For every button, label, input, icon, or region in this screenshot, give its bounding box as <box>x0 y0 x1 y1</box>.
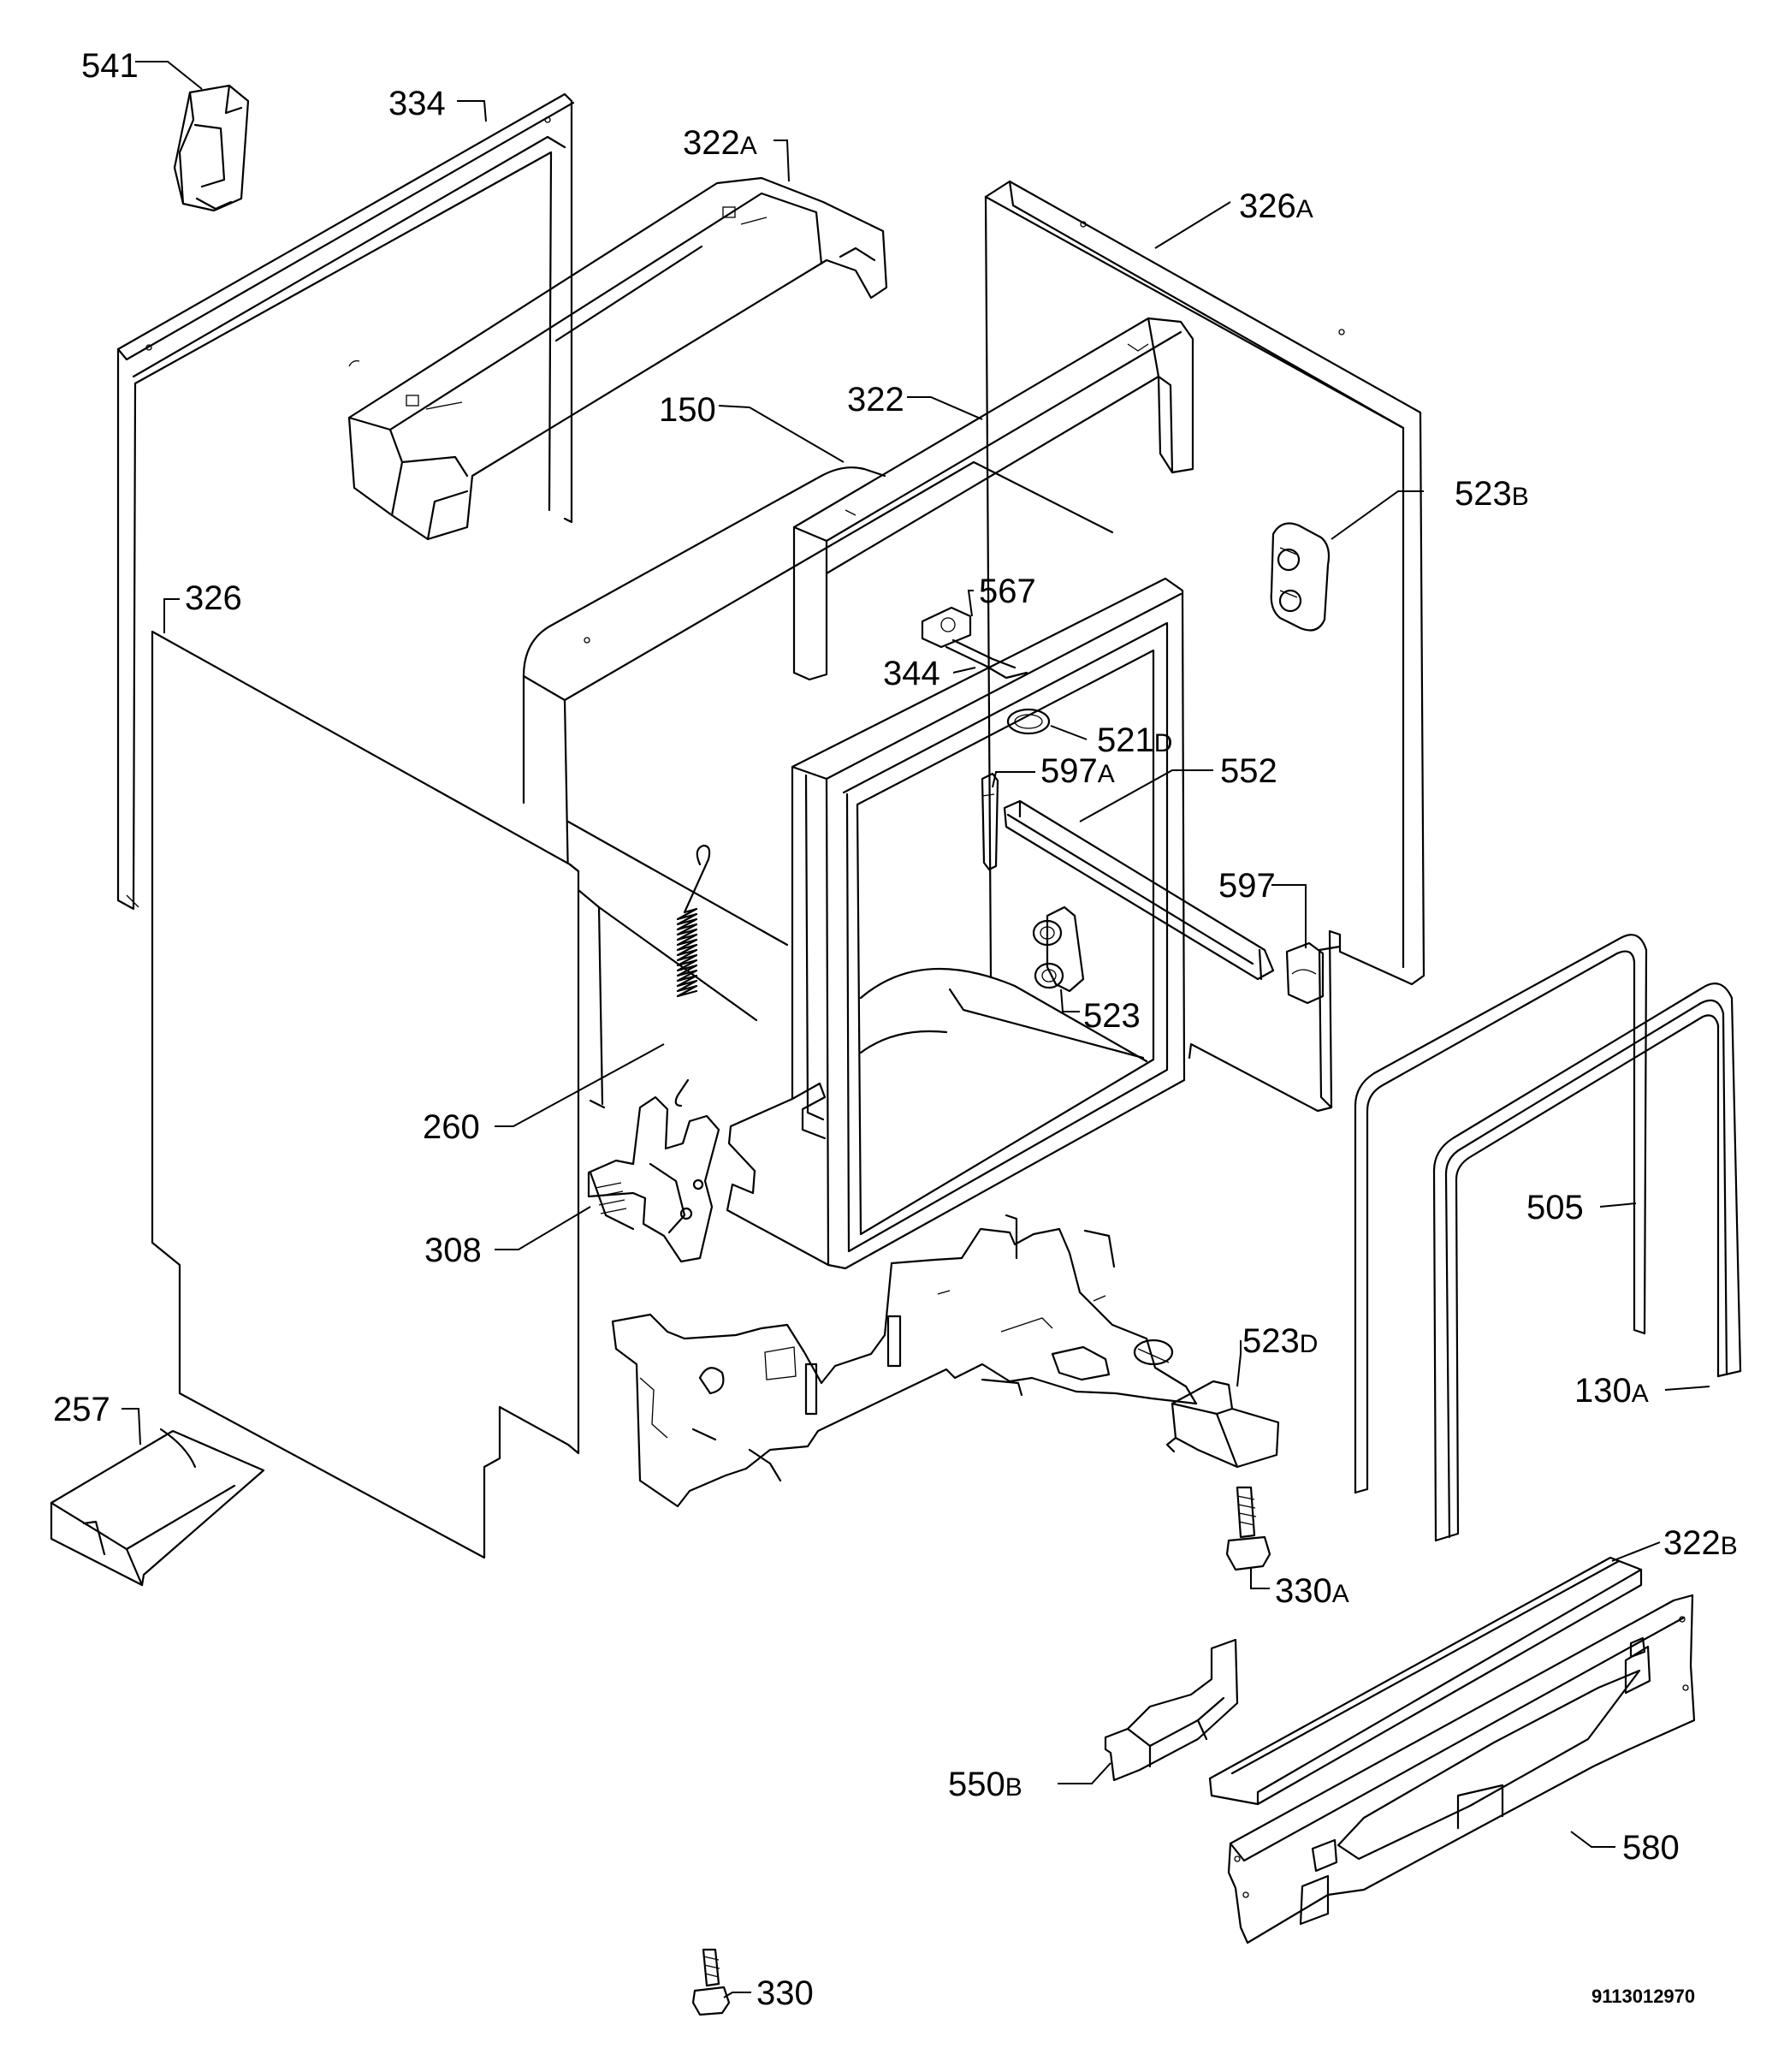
label-567: 567 <box>979 573 1036 610</box>
part-322-u-bracket <box>792 317 1194 681</box>
part-597a-clip <box>981 772 999 871</box>
leader-523d <box>1236 1340 1242 1387</box>
door-frame <box>726 577 1186 1270</box>
document-number: 9113012970 <box>1591 1986 1695 2007</box>
label-521d: 521D <box>1097 721 1172 759</box>
part-597-stop <box>1285 941 1325 1005</box>
leader-567 <box>967 590 974 617</box>
label-344: 344 <box>883 655 940 692</box>
label-550b: 550B <box>948 1766 1022 1803</box>
leader-580 <box>1570 1831 1615 1848</box>
part-523d-bracket <box>1165 1380 1280 1469</box>
part-330-foot <box>691 1948 731 2016</box>
part-580-plinth <box>1227 1594 1696 1944</box>
leader-257 <box>122 1408 141 1446</box>
leader-334 <box>457 100 487 122</box>
label-260: 260 <box>423 1108 480 1146</box>
label-130a: 130A <box>1574 1372 1649 1410</box>
leader-344 <box>952 667 976 674</box>
label-523: 523 <box>1083 997 1141 1035</box>
part-334-frame <box>116 92 575 911</box>
part-130a-seal <box>1432 983 1742 1542</box>
part-150-tub <box>522 460 1114 1106</box>
leader-541 <box>135 61 203 90</box>
label-330a: 330A <box>1275 1572 1349 1610</box>
label-334: 334 <box>388 85 446 122</box>
label-523b: 523B <box>1455 475 1529 513</box>
label-322b: 322B <box>1663 1524 1738 1562</box>
part-330a-foot <box>1225 1486 1271 1571</box>
part-523-grommet-pair <box>1032 905 1085 993</box>
part-labels: 541 334 322A 326A 150 322 523B 326 567 3… <box>53 47 1738 2012</box>
leader-597 <box>1271 884 1307 948</box>
part-523b-grommet <box>1270 522 1331 632</box>
leader-330a <box>1250 1568 1270 1589</box>
part-521d-ring <box>1006 708 1051 735</box>
leader-lines <box>122 61 1710 1998</box>
leader-523b <box>1331 490 1424 540</box>
label-541: 541 <box>81 47 139 85</box>
leader-322 <box>907 396 983 420</box>
part-308-hinge <box>587 1095 720 1263</box>
label-330: 330 <box>756 1974 814 2012</box>
leader-330 <box>723 1992 751 1998</box>
label-322a: 322A <box>683 124 757 162</box>
part-322a-bracket <box>347 176 888 541</box>
part-552-rail <box>1003 799 1275 981</box>
part-541-clip <box>173 84 250 212</box>
part-322b-rail <box>1208 1556 1643 1806</box>
part-326-side-panel <box>151 630 580 1559</box>
leader-326a <box>1154 201 1231 249</box>
base-frame <box>611 1214 1198 1508</box>
label-150: 150 <box>659 391 716 429</box>
leader-326 <box>163 598 180 633</box>
leader-550b <box>1058 1762 1111 1784</box>
label-580: 580 <box>1622 1829 1680 1867</box>
label-523d: 523D <box>1242 1322 1318 1360</box>
leader-322b <box>1611 1541 1661 1562</box>
label-308: 308 <box>424 1232 482 1269</box>
leader-523 <box>1060 989 1080 1012</box>
label-597a: 597A <box>1040 752 1115 790</box>
part-567-344-latch-bracket <box>921 606 1028 680</box>
leader-552 <box>1079 769 1213 822</box>
leader-260 <box>495 1043 665 1127</box>
label-257: 257 <box>53 1391 110 1428</box>
part-505-seal <box>1354 934 1648 1494</box>
label-326a: 326A <box>1239 187 1313 225</box>
label-326: 326 <box>185 579 242 617</box>
part-257-base-cover <box>50 1428 265 1587</box>
leader-308 <box>495 1206 591 1250</box>
label-505: 505 <box>1526 1189 1584 1226</box>
leader-130a <box>1664 1386 1710 1391</box>
leader-521d <box>1050 725 1088 740</box>
part-326a-side-panel <box>984 180 1425 1113</box>
leader-322a <box>773 140 790 182</box>
part-550b-bracket <box>1104 1638 1239 1782</box>
leader-597a <box>992 771 1035 788</box>
leader-150 <box>718 405 845 463</box>
part-260-spring <box>674 844 711 1107</box>
label-552: 552 <box>1220 752 1277 790</box>
label-322: 322 <box>847 381 904 419</box>
label-597: 597 <box>1218 867 1276 905</box>
leader-505 <box>1599 1202 1637 1208</box>
